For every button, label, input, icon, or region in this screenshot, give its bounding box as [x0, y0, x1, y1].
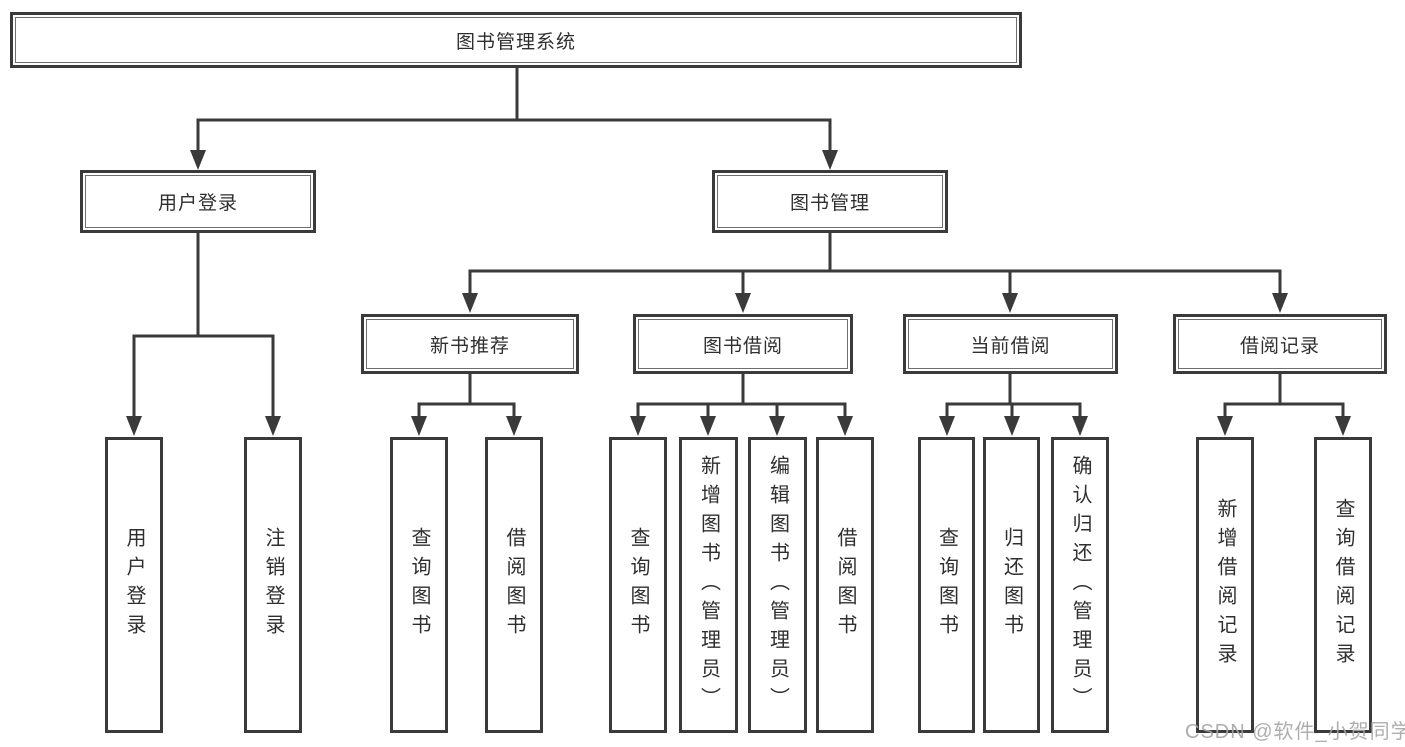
node-new-book-recommendation: 新书推荐 [361, 314, 579, 374]
node-leaf-query-books-newrec: 查询图书 [390, 437, 448, 733]
node-leaf-logout: 注销登录 [244, 437, 302, 733]
node-label: 查询图书 [408, 527, 430, 643]
node-label: 借阅图书 [503, 527, 525, 643]
node-label: 查询图书 [935, 527, 958, 643]
node-leaf-add-borrow-record: 新增借阅记录 [1196, 437, 1254, 733]
node-leaf-return-books: 归还图书 [983, 437, 1040, 733]
connector-currentborrow-leaves [945, 372, 1082, 420]
node-borrowing-records: 借阅记录 [1173, 314, 1387, 374]
node-current-borrowing: 当前借阅 [903, 314, 1118, 374]
node-leaf-query-borrow-record: 查询借阅记录 [1314, 437, 1372, 733]
node-label: 新增图书（管理员） [697, 454, 720, 716]
node-leaf-borrow-books-newrec: 借阅图书 [485, 437, 543, 733]
connector-root-level2 [196, 66, 832, 154]
node-leaf-confirm-return-admin: 确认归还（管理员） [1051, 437, 1109, 733]
node-label: 查询借阅记录 [1332, 498, 1354, 672]
node-label: 编辑图书（管理员） [766, 454, 789, 716]
node-label: 新增借阅记录 [1214, 498, 1236, 672]
node-leaf-borrow-books: 借阅图书 [816, 437, 874, 733]
node-leaf-user-login: 用户登录 [105, 437, 163, 733]
node-user-login-branch: 用户登录 [80, 170, 316, 233]
node-leaf-add-books-admin: 新增图书（管理员） [679, 437, 738, 733]
node-label: 查询图书 [627, 527, 649, 643]
connector-userlogin-leaves [132, 231, 275, 420]
connector-bookmgmt-level3 [468, 231, 1282, 297]
node-leaf-query-books-borrow: 查询图书 [609, 437, 667, 733]
node-library-management-system: 图书管理系统 [10, 12, 1022, 68]
node-label: 注销登录 [262, 527, 284, 643]
node-book-management-branch: 图书管理 [712, 170, 948, 233]
csdn-watermark: CSDN @软件_小贺同学 [1185, 721, 1405, 743]
node-leaf-query-books-current: 查询图书 [918, 437, 975, 733]
node-leaf-edit-books-admin: 编辑图书（管理员） [748, 437, 807, 733]
node-label: 用户登录 [123, 527, 145, 643]
node-label: 借阅图书 [834, 527, 856, 643]
connector-bookborrow-leaves [636, 372, 847, 420]
node-label: 归还图书 [1000, 527, 1023, 643]
connector-borrowrecord-leaves [1223, 372, 1345, 420]
node-label: 确认归还（管理员） [1069, 454, 1091, 716]
connector-newbook-leaves [417, 372, 516, 420]
node-book-borrowing: 图书借阅 [633, 314, 853, 374]
